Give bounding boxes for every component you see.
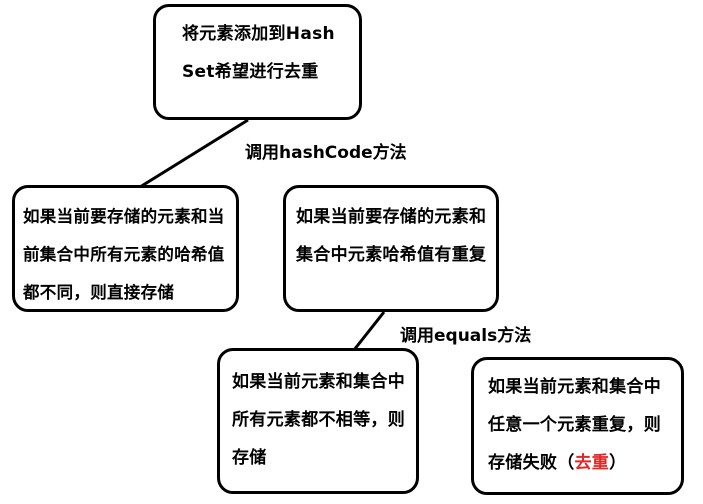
node-equals-duplicate-text: 如果当前元素和集合中任意一个元素重复，则存储失败（去重）	[488, 368, 673, 482]
node-equals-all-unequal-text: 如果当前元素和集合中所有元素都不相等，则存储	[232, 372, 405, 468]
node-equals-duplicate-text-after: ）	[609, 453, 627, 473]
edge-label-hashcode: 调用hashCode方法	[245, 143, 407, 163]
connector-mid-to-bottom-left	[352, 311, 386, 351]
node-hash-all-different: 如果当前要存储的元素和当前集合中所有元素的哈希值都不同，则直接存储	[12, 185, 239, 312]
node-add-to-hashset-text: 将元素添加到HashSet希望进行去重	[182, 24, 335, 82]
node-equals-duplicate: 如果当前元素和集合中任意一个元素重复，则存储失败（去重）	[471, 357, 684, 495]
connector-root-to-left	[139, 118, 249, 189]
node-add-to-hashset: 将元素添加到HashSet希望进行去重	[153, 4, 362, 120]
node-equals-duplicate-text-before: 如果当前元素和集合中任意一个元素重复，则存储失败（	[488, 377, 661, 473]
dedup-highlight: 去重	[574, 453, 610, 473]
node-equals-all-unequal: 如果当前元素和集合中所有元素都不相等，则存储	[217, 348, 419, 494]
node-hash-duplicate: 如果当前要存储的元素和集合中元素哈希值有重复	[283, 185, 499, 312]
node-hash-all-different-text: 如果当前要存储的元素和当前集合中所有元素的哈希值都不同，则直接存储	[23, 207, 225, 302]
edge-label-equals: 调用equals方法	[400, 326, 532, 346]
node-hash-duplicate-text: 如果当前要存储的元素和集合中元素哈希值有重复	[296, 207, 487, 265]
